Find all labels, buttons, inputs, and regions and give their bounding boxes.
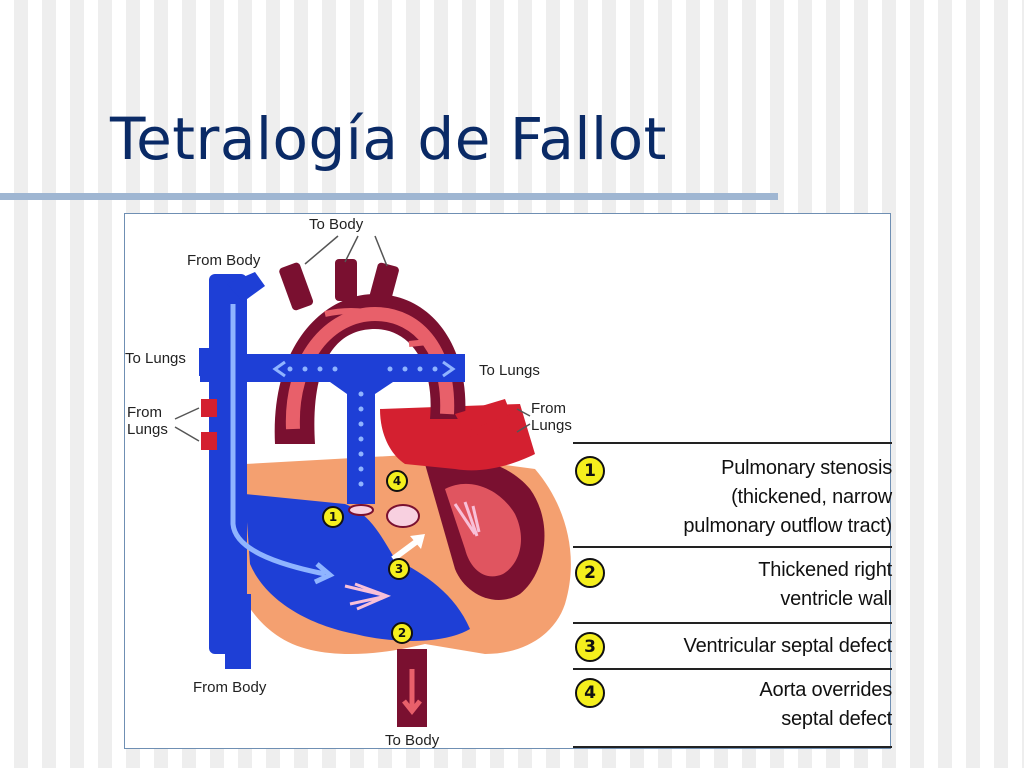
legend-text-1: Pulmonary stenosis (thickened, narrow pu… — [683, 454, 892, 541]
aortic-valve — [386, 504, 420, 528]
descending-aorta-arrow — [402, 669, 422, 716]
pulmonary-left-arrowhead — [272, 360, 286, 378]
legend-1-line-1: Pulmonary stenosis — [721, 457, 892, 479]
legend-item-3: 3 Ventricular septal defect — [573, 622, 892, 670]
left-ventricle-inner — [445, 483, 522, 577]
label-to-lungs-right: To Lungs — [479, 362, 540, 379]
pulmonary-flow-dots — [287, 366, 438, 487]
legend-text-4: Aorta overrides septal defect — [759, 676, 892, 734]
label-from-body-top: From Body — [187, 252, 261, 269]
diagram-marker-1: 1 — [322, 506, 344, 528]
heart-diagram-figure: To Body From Body To Lungs To Lungs From… — [124, 213, 892, 749]
aorta-flow-arrow — [324, 308, 427, 342]
legend-1-line-2: (thickened, narrow — [731, 486, 892, 508]
legend-text-2: Thickened right ventricle wall — [758, 556, 892, 614]
label-from-lungs-left-line2: Lungs — [127, 421, 168, 438]
heart-illustration — [174, 235, 571, 727]
svc-top-branch — [227, 272, 265, 302]
septal-defect-arrowhead — [410, 534, 425, 549]
label-from-lungs-left: From Lungs — [127, 404, 168, 438]
legend-3-line-1: Ventricular septal defect — [683, 635, 893, 657]
legend-badge-1: 1 — [575, 456, 605, 486]
legend-item-1: 1 Pulmonary stenosis (thickened, narrow … — [573, 442, 892, 548]
label-to-body-top: To Body — [309, 216, 364, 233]
leader-from-lungs-right — [516, 408, 531, 433]
diagram-marker-3: 3 — [388, 558, 410, 580]
legend-item-2: 2 Thickened right ventricle wall — [573, 546, 892, 624]
pulmonary-valve — [348, 504, 374, 516]
title-underline — [0, 193, 778, 200]
legend-text-3: Ventricular septal defect — [683, 632, 893, 661]
pulmonary-vein-right — [455, 399, 511, 432]
inferior-vena-cava — [225, 594, 251, 669]
pulmonary-vein-right-2 — [463, 424, 515, 454]
label-from-body-bottom: From Body — [193, 679, 267, 696]
label-from-lungs-right: From Lungs — [531, 400, 572, 434]
tricuspid-valve — [344, 582, 392, 611]
legend-2-line-2: ventricle wall — [780, 588, 892, 610]
label-from-lungs-right-line1: From — [531, 400, 566, 417]
left-atrium — [380, 404, 535, 471]
leader-from-lungs-left — [174, 407, 200, 442]
diagram-marker-2: 2 — [391, 622, 413, 644]
aorta-branch-2 — [335, 259, 357, 301]
legend-2-line-1: Thickened right — [758, 559, 892, 581]
legend-item-4: 4 Aorta overrides septal defect — [573, 668, 892, 748]
label-to-body-bottom: To Body — [385, 732, 440, 749]
mitral-valve — [453, 501, 481, 537]
pulmonary-artery-left-stub — [199, 348, 217, 376]
label-from-lungs-right-line2: Lungs — [531, 417, 572, 434]
vena-cava-flow-arrowhead — [313, 562, 335, 585]
legend-badge-4: 4 — [575, 678, 605, 708]
pulmonary-vein-left-1 — [201, 399, 217, 417]
legend-4-line-2: septal defect — [781, 708, 892, 730]
aorta-flow-arrowhead — [408, 324, 434, 347]
legend-badge-3: 3 — [575, 632, 605, 662]
label-to-lungs-left: To Lungs — [125, 350, 186, 367]
diagram-marker-4: 4 — [386, 470, 408, 492]
right-ventricle — [245, 494, 470, 641]
pulmonary-right-arrowhead — [442, 360, 456, 378]
legend-badge-2: 2 — [575, 558, 605, 588]
aorta-branch-3 — [369, 262, 399, 306]
label-from-lungs-left-line1: From — [127, 404, 162, 421]
legend-4-line-1: Aorta overrides — [759, 679, 892, 701]
leader-to-body-top — [304, 235, 388, 267]
pulmonary-vein-left-2 — [201, 432, 217, 450]
legend-1-line-3: pulmonary outflow tract) — [683, 515, 892, 537]
slide-title: Tetralogía de Fallot — [110, 105, 667, 173]
aorta-branch-1 — [279, 262, 314, 311]
vena-cava-flow-arrow — [230, 304, 326, 577]
pulmonary-artery — [200, 354, 465, 504]
